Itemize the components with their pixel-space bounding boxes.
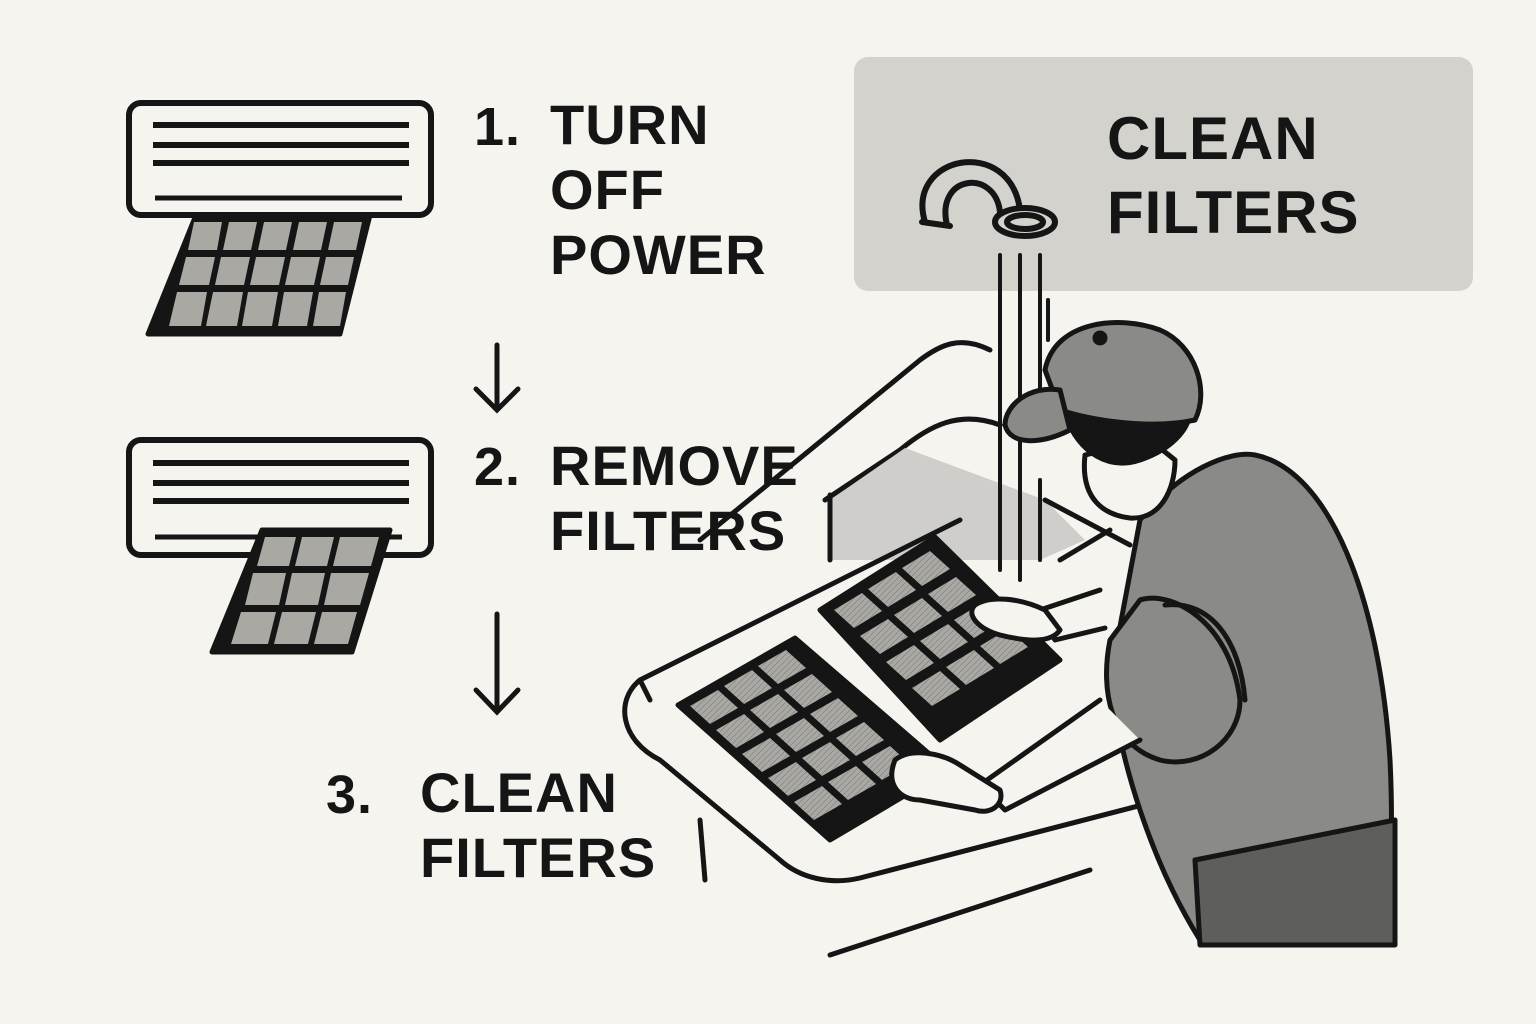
step-2-number: 2.: [474, 437, 522, 497]
filter-panel-right: [817, 534, 1063, 743]
filter-panel-left: [675, 635, 951, 843]
callout-line-1: CLEAN: [1107, 105, 1319, 172]
technician-cleaning-filter-illustration: [889, 320, 1398, 948]
callout-title: CLEAN FILTERS: [1107, 102, 1360, 250]
step-3-line-2: FILTERS: [420, 826, 657, 889]
ac-unit-removing-filter-icon: [126, 437, 434, 655]
step-3-label: CLEAN FILTERS: [420, 760, 656, 890]
faucet-icon: [919, 159, 1058, 239]
down-arrow-icon: [473, 342, 521, 414]
step-1-line-3: POWER: [550, 223, 767, 286]
water-stream: [998, 253, 1050, 582]
callout-panel: [854, 57, 1473, 291]
step-3-line-1: CLEAN: [420, 761, 618, 824]
step-2-line-1: REMOVE: [550, 434, 799, 497]
step-2-line-2: FILTERS: [550, 499, 787, 562]
step-2-label: REMOVE FILTERS: [550, 433, 799, 563]
down-arrow-icon: [473, 611, 521, 716]
callout-line-2: FILTERS: [1107, 179, 1360, 246]
step-1-number: 1.: [474, 97, 522, 157]
step-3-number: 3.: [326, 765, 374, 825]
step-1-line-2: OFF: [550, 158, 665, 221]
step-1-label: TURN OFF POWER: [550, 92, 767, 287]
ac-unit-with-filter-icon: [126, 100, 434, 337]
step-1-line-1: TURN: [550, 93, 710, 156]
